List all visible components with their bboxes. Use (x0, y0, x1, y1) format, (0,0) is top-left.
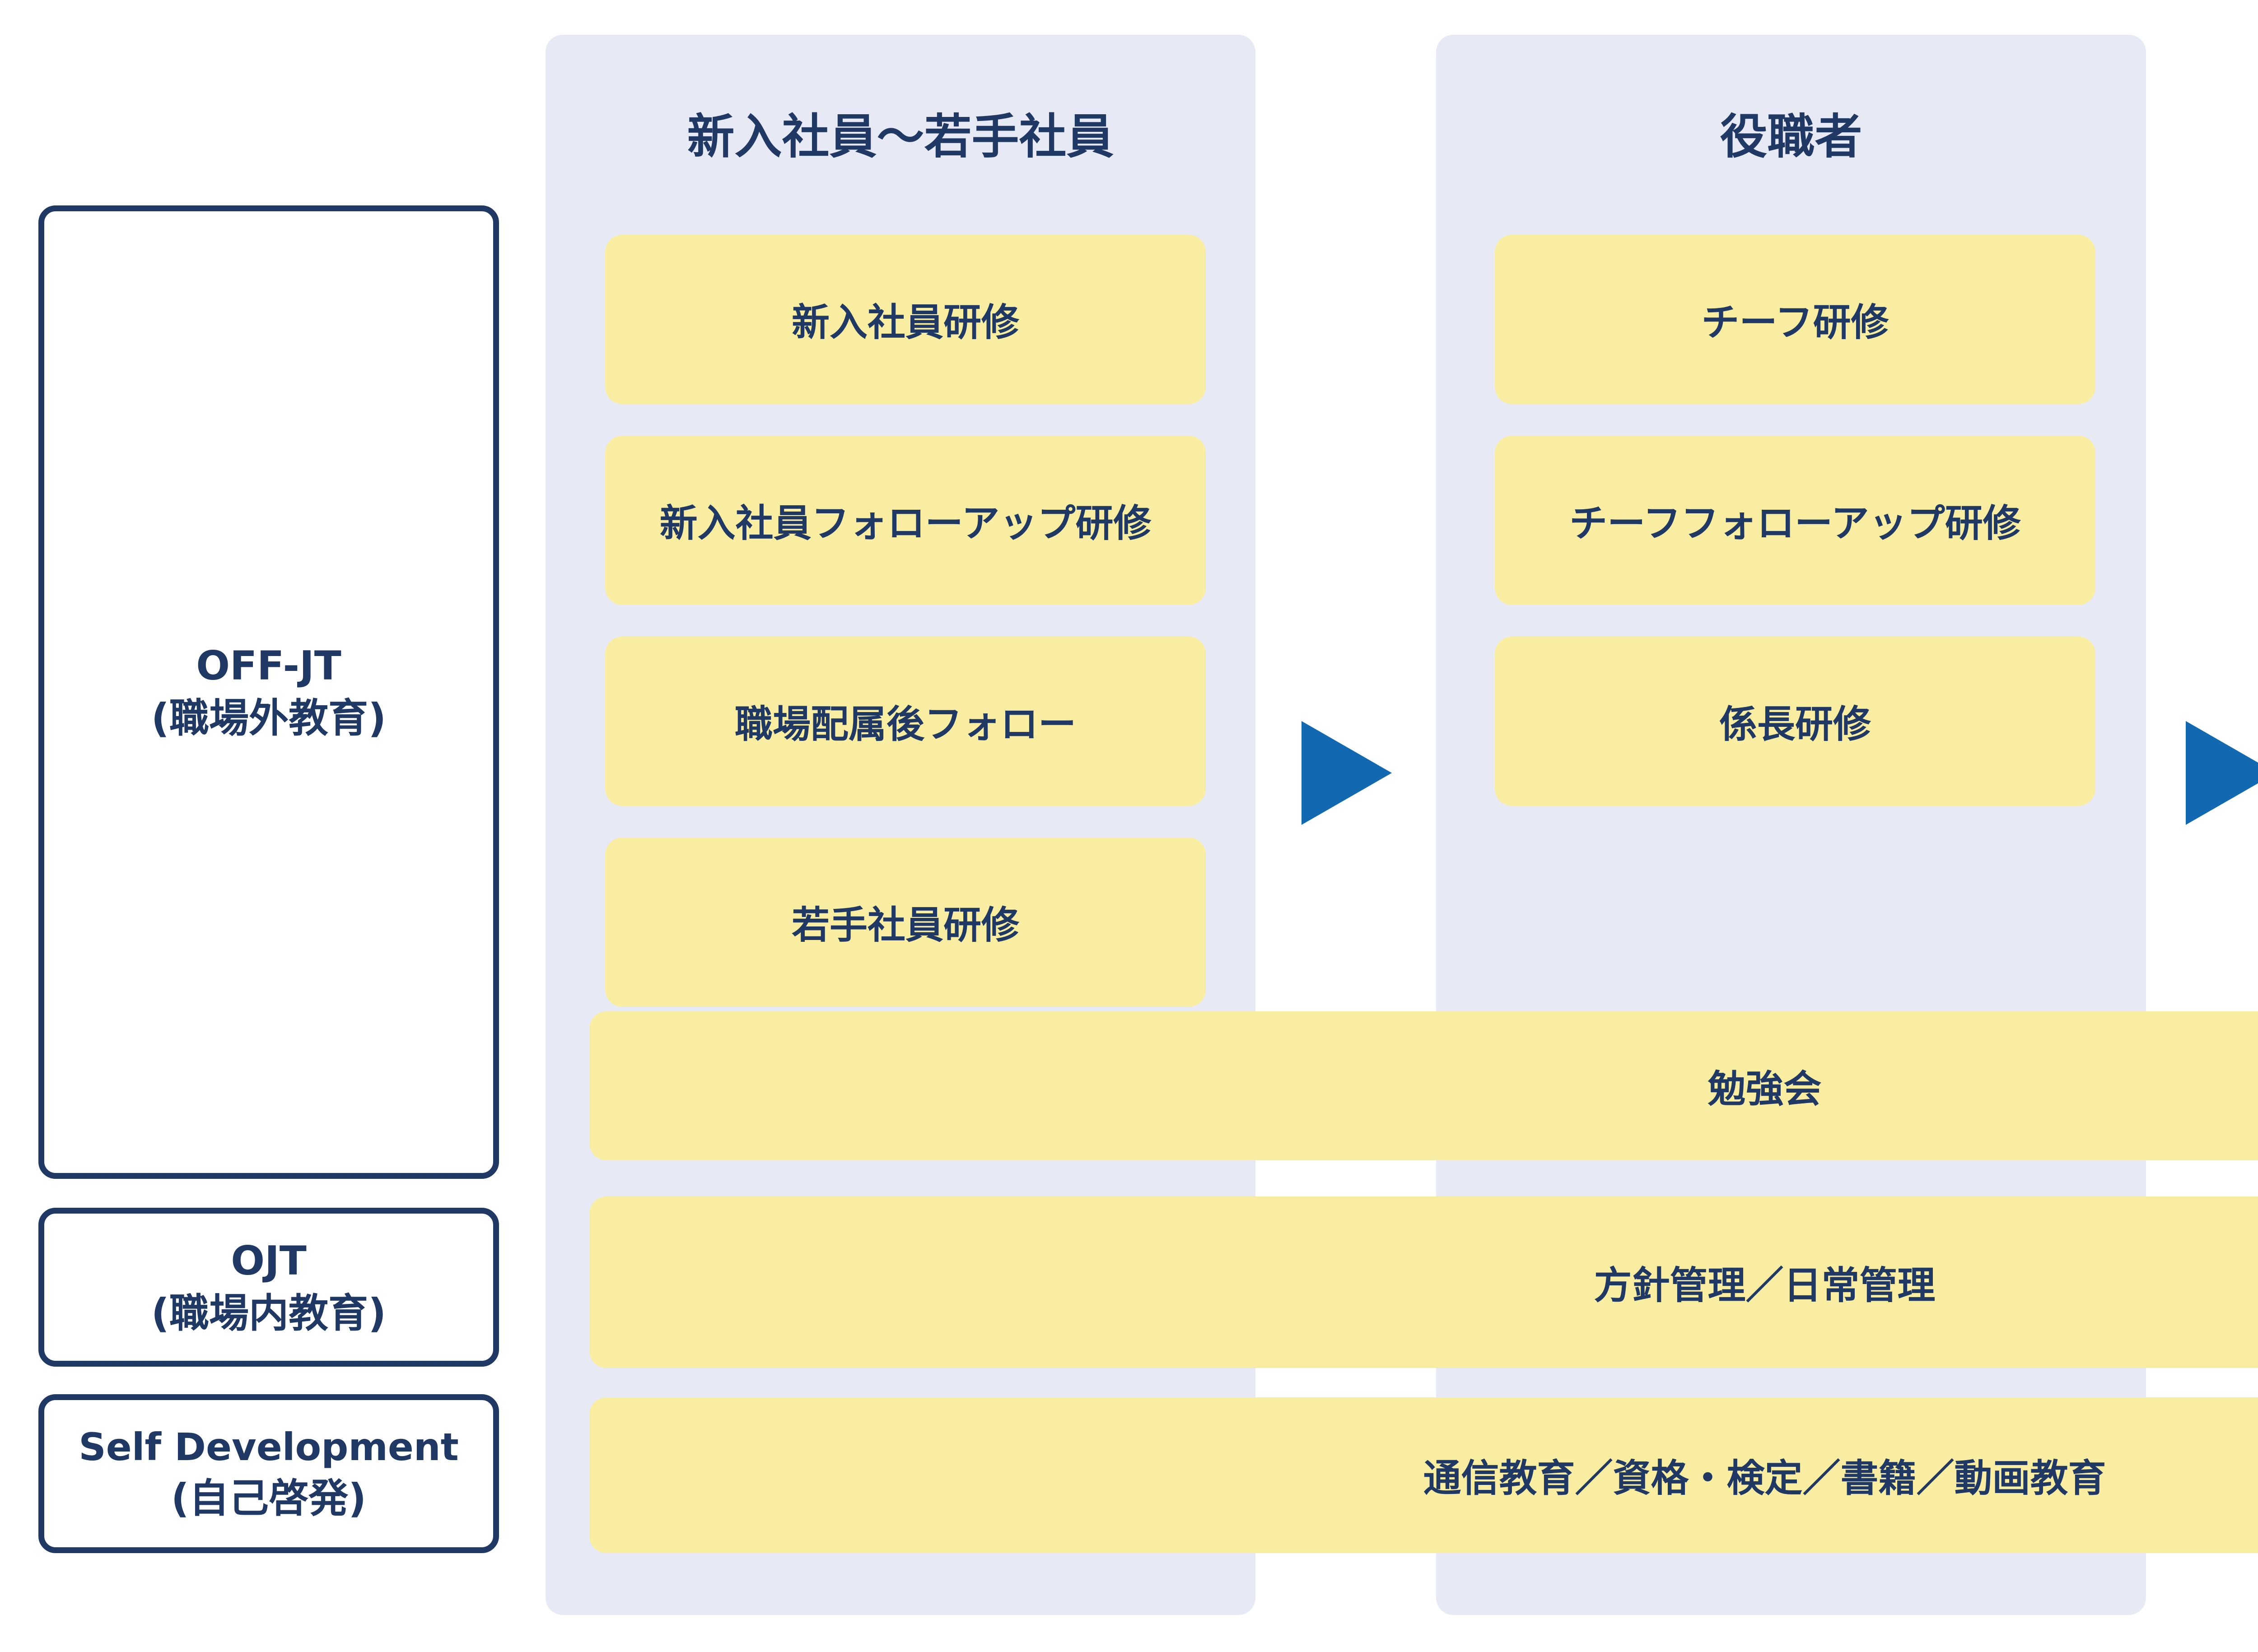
course-box-chief-followup-training: チーフフォローアップ研修 (1495, 436, 2095, 605)
ojt-label-ja: (職場内教育) (151, 1290, 387, 1336)
course-box-new-employee-followup-training: 新入社員フォローアップ研修 (605, 436, 1206, 605)
offjt-label-en: OFF-JT (196, 642, 341, 689)
self-development-label-en: Self Development (79, 1425, 459, 1470)
course-box-new-employee-training: 新入社員研修 (605, 235, 1206, 404)
course-box-young-employee-training: 若手社員研修 (605, 838, 1206, 1007)
arrow-right-icon (1302, 721, 1392, 825)
ojt-label-en: OJT (231, 1237, 307, 1284)
course-box-post-assignment-follow: 職場配属後フォロー (605, 637, 1206, 806)
self-development-label-ja: (自己啓発) (171, 1475, 367, 1522)
column-header-new-employees: 新入社員〜若手社員 (687, 109, 1114, 164)
offjt-label-ja: (職場外教育) (151, 695, 387, 741)
column-header-position-holders: 役職者 (1720, 109, 1862, 164)
arrow-right-icon (2186, 721, 2258, 825)
ojt-legend-box: OJT (職場内教育) (38, 1208, 499, 1367)
shared-bar-study-session: 勉強会 (589, 1011, 2258, 1160)
shared-bar-policy-daily-management: 方針管理／日常管理 (589, 1196, 2258, 1368)
self-development-legend-box: Self Development (自己啓発) (38, 1394, 499, 1553)
shared-bar-self-study-options: 通信教育／資格・検定／書籍／動画教育 (589, 1397, 2258, 1553)
course-box-chief-training: チーフ研修 (1495, 235, 2095, 404)
course-box-section-chief-training: 係長研修 (1495, 637, 2095, 806)
offjt-legend-box: OFF-JT (職場外教育) (38, 205, 499, 1179)
